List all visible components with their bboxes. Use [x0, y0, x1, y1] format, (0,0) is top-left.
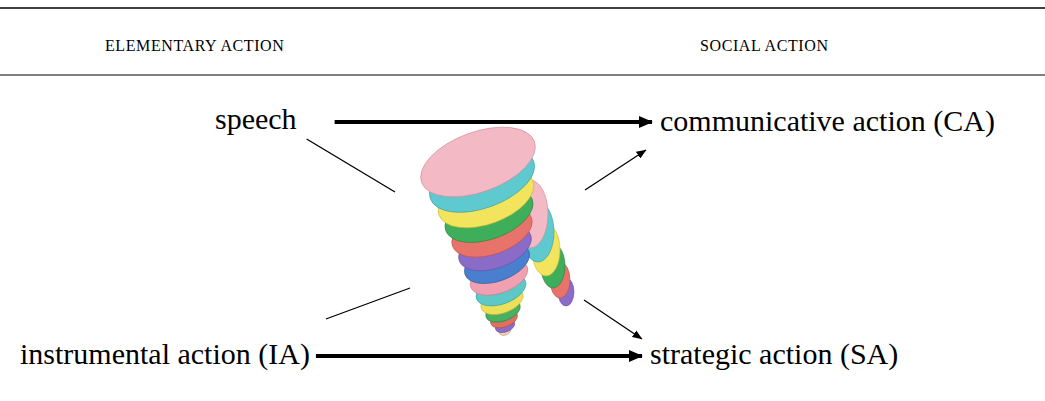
- spiral-cone: [411, 113, 574, 337]
- action-term: speech: [213, 102, 299, 136]
- column-heading: ELEMENTARY ACTION: [105, 36, 284, 56]
- term-text: instrumental action (IA): [20, 337, 310, 371]
- thin-arrow: [326, 150, 646, 319]
- thick-arrow: [316, 354, 642, 358]
- term-text: communicative action (CA): [660, 104, 995, 138]
- table-rule: [0, 75, 1045, 76]
- thin-arrow: [307, 139, 642, 339]
- term-text: strategic action (SA): [650, 337, 898, 371]
- action-term: strategic action (SA): [648, 337, 900, 371]
- action-term: communicative action (CA): [658, 104, 997, 138]
- column-heading: SOCIAL ACTION: [700, 36, 829, 56]
- action-term: instrumental action (IA): [18, 337, 312, 371]
- spiral-band: [411, 113, 544, 210]
- table-rule: [0, 7, 1045, 9]
- term-text: speech: [215, 102, 297, 136]
- thick-arrow: [335, 120, 652, 124]
